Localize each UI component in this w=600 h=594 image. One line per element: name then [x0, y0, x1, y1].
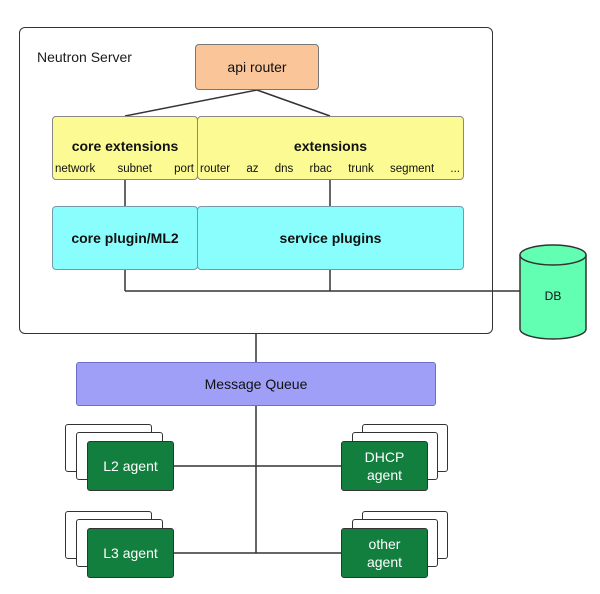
db-cylinder-top	[519, 244, 587, 266]
neutron-server-frame	[19, 27, 493, 334]
l3-agent-box: L3 agent	[87, 528, 174, 578]
db-label: DB	[544, 289, 562, 303]
service-plugins-box: service plugins	[197, 206, 464, 270]
core-plugin-box: core plugin/ML2	[52, 206, 198, 270]
message-queue-label: Message Queue	[204, 376, 308, 392]
api-to-core-extensions-line	[124, 89, 258, 117]
other-agent-label: other agent	[366, 536, 403, 570]
service-plugins-label: service plugins	[279, 230, 382, 246]
api-router-box: api router	[195, 44, 319, 90]
l2-agent-box: L2 agent	[87, 441, 174, 491]
core-extension-item: port	[174, 163, 194, 175]
db-cylinder-body	[519, 255, 587, 340]
dhcp-agent-box: DHCP agent	[341, 441, 428, 491]
core-extension-item: network	[55, 163, 96, 175]
extensions-items: router az dns rbac trunk segment ...	[198, 163, 463, 175]
core-extensions-items: network subnet port	[53, 163, 197, 175]
extension-item: rbac	[309, 163, 332, 175]
api-to-extensions-line	[256, 89, 331, 117]
extensions-box: extensions router az dns rbac trunk segm…	[197, 116, 464, 180]
l3-agent-label: L3 agent	[103, 545, 158, 561]
extension-item: router	[200, 163, 231, 175]
message-queue-box: Message Queue	[76, 362, 436, 406]
other-agent-box: other agent	[341, 528, 428, 578]
extension-item: dns	[274, 163, 294, 175]
extension-item: ...	[450, 163, 460, 175]
extension-item: az	[246, 163, 259, 175]
neutron-server-title: Neutron Server	[37, 49, 132, 65]
core-extensions-title: core extensions	[71, 138, 179, 154]
extension-item: trunk	[348, 163, 374, 175]
core-extensions-box: core extensions network subnet port	[52, 116, 198, 180]
core-extension-item: subnet	[117, 163, 152, 175]
dhcp-agent-label: DHCP agent	[364, 449, 405, 483]
api-router-label: api router	[227, 59, 287, 75]
l2-agent-label: L2 agent	[103, 458, 158, 474]
core-plugin-label: core plugin/ML2	[71, 230, 179, 246]
extension-item: segment	[390, 163, 435, 175]
extensions-title: extensions	[293, 138, 368, 154]
